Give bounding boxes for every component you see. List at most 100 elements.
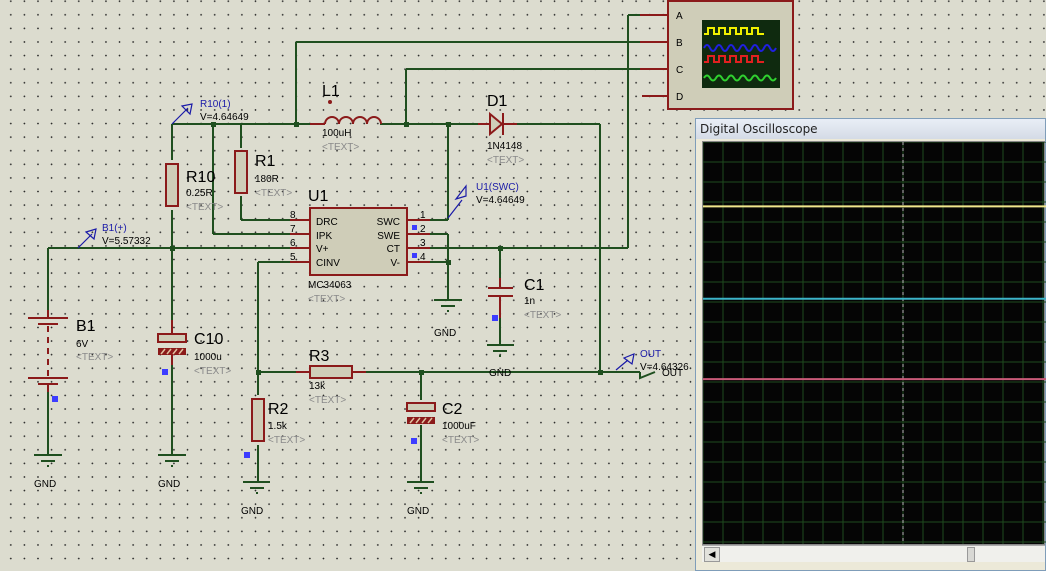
U1-pin-8: 8 [290, 210, 296, 221]
C1-text: <TEXT> [524, 310, 561, 321]
B1-value: 6V [76, 339, 89, 350]
C1-value: 1n [524, 296, 535, 307]
U1-ref: U1 [308, 188, 329, 205]
U1-pin-5: 5 [290, 252, 296, 263]
oscilloscope-title: Digital Oscilloscope [696, 119, 1045, 139]
scope-channel-A: A [676, 11, 683, 22]
U1-pin-4: 4 [420, 252, 426, 263]
scope-channel-D: D [676, 92, 683, 103]
R2-text: <TEXT> [268, 435, 305, 446]
out-terminal[interactable]: OUT [639, 368, 683, 380]
ground-B1 [34, 454, 62, 467]
gnd-label: GND [434, 328, 456, 339]
out-terminal-label: OUT [662, 368, 683, 379]
C10-value: 1000u [194, 352, 222, 363]
capacitor-C10[interactable]: C10 1000u <TEXT> [157, 320, 231, 377]
probe-B1-name: B1(+) [102, 223, 127, 234]
probe-R10[interactable]: R10(1) V=4.64649 [171, 99, 249, 125]
U1-pin-DRC: DRC [316, 217, 338, 228]
oscilloscope-scrollbar[interactable]: ◀ [702, 545, 1045, 562]
capacitor-C1[interactable]: C1 1n <TEXT> [488, 277, 561, 321]
resistor-R2[interactable]: R2 1.5k <TEXT> [244, 398, 305, 458]
inductor-L1[interactable]: L1 100uH <TEXT> [310, 83, 382, 153]
oscilloscope-symbol[interactable]: A B C D [640, 0, 794, 110]
R3-value: 13k [309, 381, 326, 392]
R2-value: 1.5k [268, 421, 288, 432]
probe-OUT-name: OUT [640, 349, 661, 360]
D1-value: 1N4148 [487, 141, 522, 152]
U1-pin-1: 1 [420, 210, 426, 221]
pin-marker [412, 253, 417, 258]
probe-OUT[interactable]: OUT V=4.64326 [615, 349, 689, 373]
D1-ref: D1 [487, 93, 508, 110]
U1-pin-SWC: SWC [377, 217, 400, 228]
probe-U1-SWC-voltage: V=4.64649 [476, 195, 525, 206]
ground-U1 [434, 299, 462, 312]
scroll-left-button[interactable]: ◀ [704, 547, 720, 562]
R1-value: 180R [255, 174, 279, 185]
oscilloscope-screen[interactable] [702, 141, 1046, 545]
probe-R10-voltage: V=4.64649 [200, 112, 249, 123]
scope-channel-B: B [676, 38, 683, 49]
C10-text: <TEXT> [194, 366, 231, 377]
U1-pin-Vplus: V+ [316, 244, 329, 255]
C2-value: 1000uF [442, 421, 476, 432]
gnd-label: GND [34, 479, 56, 490]
B1-ref: B1 [76, 318, 96, 335]
pin-marker [412, 225, 417, 230]
U1-pin-CT: CT [387, 244, 400, 255]
U1-pin-6: 6 [290, 238, 296, 249]
ground-R2 [243, 481, 270, 494]
resistor-R10[interactable]: R10 0.25R <TEXT> [165, 163, 223, 213]
resistor-R3[interactable]: R3 13k <TEXT> [296, 348, 366, 406]
R1-ref: R1 [255, 153, 276, 170]
D1-text: <TEXT> [487, 155, 524, 166]
probe-U1-SWC[interactable]: U1(SWC) V=4.64649 [447, 182, 525, 219]
L1-ref: L1 [322, 83, 340, 100]
probe-U1-SWC-name: U1(SWC) [476, 182, 519, 193]
probe-OUT-voltage: V=4.64326 [640, 362, 689, 373]
U1-pin-IPK: IPK [316, 231, 332, 242]
U1-pin-2: 2 [420, 224, 426, 235]
C10-ref: C10 [194, 331, 223, 348]
L1-value: 100uH [322, 128, 351, 139]
gnd-label: GND [407, 506, 429, 517]
ground-C10 [158, 454, 186, 467]
C2-ref: C2 [442, 401, 463, 418]
junctions [170, 122, 603, 375]
U1-pin-Vminus: V- [391, 258, 400, 269]
R3-text: <TEXT> [309, 395, 346, 406]
L1-text: <TEXT> [322, 142, 359, 153]
U1-value: MC34063 [308, 280, 352, 291]
R10-text: <TEXT> [186, 202, 223, 213]
wires [47, 14, 640, 482]
U1-pin-7: 7 [290, 224, 296, 235]
U1-pin-SWE: SWE [377, 231, 400, 242]
R10-value: 0.25R [186, 188, 213, 199]
R1-text: <TEXT> [255, 188, 292, 199]
gnd-label: GND [158, 479, 180, 490]
resistor-R1[interactable]: R1 180R <TEXT> [234, 150, 292, 199]
U1-text: <TEXT> [308, 294, 345, 305]
probe-B1[interactable]: B1(+) V=5.57332 [77, 223, 151, 249]
scope-channel-C: C [676, 65, 683, 76]
probe-R10-name: R10(1) [200, 99, 231, 110]
gnd-label: GND [241, 506, 263, 517]
ground-C1 [487, 344, 514, 357]
B1-text: <TEXT> [76, 352, 113, 363]
ic-U1[interactable]: U1 8 7 6 5 DRC IPK V+ CINV SWC SWE CT V-… [290, 188, 430, 305]
R2-ref: R2 [268, 401, 289, 418]
diode-D1[interactable]: D1 1N4148 <TEXT> [478, 93, 524, 166]
probe-B1-voltage: V=5.57332 [102, 236, 151, 247]
R10-ref: R10 [186, 169, 215, 186]
ground-C2 [407, 481, 434, 494]
U1-pin-CINV: CINV [316, 258, 340, 269]
R3-ref: R3 [309, 348, 330, 365]
scroll-thumb[interactable] [967, 547, 976, 562]
oscilloscope-window[interactable]: Digital Oscilloscope ◀ [695, 118, 1046, 571]
C1-ref: C1 [524, 277, 545, 294]
U1-pin-3: 3 [420, 238, 426, 249]
C2-text: <TEXT> [442, 435, 479, 446]
battery-B1[interactable]: B1 6V <TEXT> [28, 310, 113, 402]
capacitor-C2[interactable]: C2 1000uF <TEXT> [406, 401, 479, 446]
